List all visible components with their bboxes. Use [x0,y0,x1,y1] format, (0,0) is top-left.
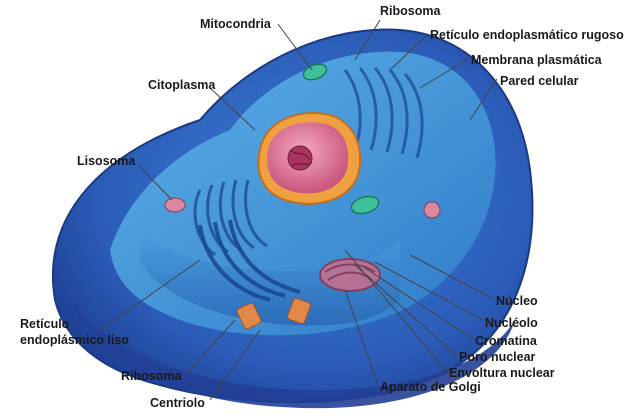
label-poro: Poro nuclear [459,350,536,364]
lower-er [198,219,301,302]
label-envoltura: Envoltura nuclear [449,366,555,380]
mitochondria [302,63,380,215]
lysosomes [164,197,441,219]
label-membrana: Membrana plasmática [471,53,602,67]
leader-lines [99,19,498,401]
nucleus [257,112,362,205]
label-ribosoma-bottom: Ribosoma [121,369,182,383]
label-golgi: Aparato de Golgi [380,380,481,394]
cell-base [70,300,515,409]
label-citoplasma: Citoplasma [148,78,216,92]
centrioles [236,297,311,330]
label-reticulo-liso-1: Retículo [20,317,70,331]
label-ribosoma-top: Ribosoma [380,4,441,18]
golgi [319,258,381,292]
label-reticulo-rugoso: Retículo endoplasmático rugoso [430,28,624,42]
rough-er [343,67,424,159]
label-reticulo-liso-2: endoplásmico liso [20,333,130,347]
label-centriolo: Centriolo [150,396,205,410]
label-pared: Pared celular [500,74,579,88]
label-nucleolo: Nucléolo [485,316,538,330]
label-mitocondria: Mitocondria [200,17,271,31]
label-nucleo: Núcleo [496,294,538,308]
label-lisosoma: Lisosoma [77,154,136,168]
label-cromatina: Cromatina [475,334,537,348]
